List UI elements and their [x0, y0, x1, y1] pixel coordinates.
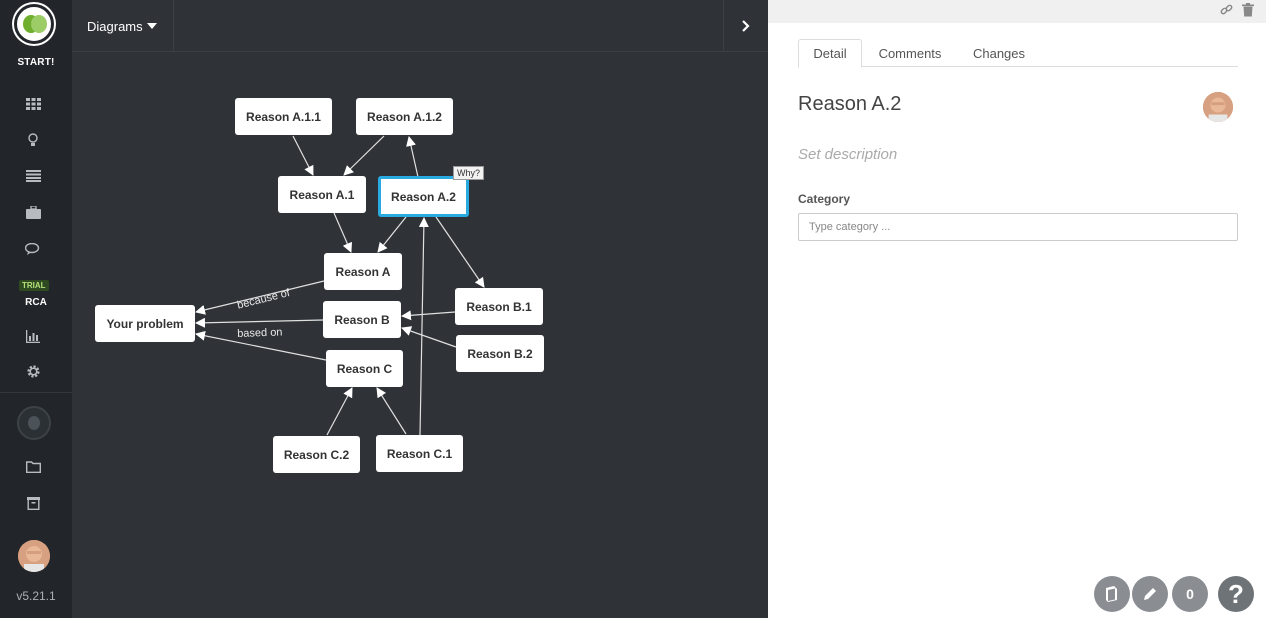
diagram-edges — [195, 135, 485, 436]
edge-a1-a — [333, 212, 352, 253]
workspace-logo[interactable] — [17, 406, 51, 440]
notes-button[interactable] — [1094, 576, 1130, 612]
node-reason-a[interactable]: Reason A — [324, 253, 402, 290]
why-tooltip[interactable]: Why? — [453, 166, 485, 180]
start-label[interactable]: START! — [17, 57, 55, 68]
node-reason-b1[interactable]: Reason B.1 — [455, 288, 543, 325]
node-reason-c2[interactable]: Reason C.2 — [273, 436, 360, 473]
grid-icon[interactable] — [24, 95, 42, 113]
archive-icon[interactable] — [24, 494, 42, 512]
edge-a2-b1 — [435, 216, 485, 288]
item-title[interactable]: Reason A.2 — [798, 93, 902, 115]
chat-icon[interactable] — [24, 240, 42, 258]
app-logo[interactable] — [14, 4, 54, 44]
diagrams-dropdown[interactable]: Diagrams — [72, 0, 174, 52]
category-label: Category — [798, 192, 851, 206]
edge-a2-a — [377, 216, 407, 253]
lightbulb-icon[interactable] — [24, 131, 42, 149]
edge-b1-b — [401, 310, 456, 321]
node-reason-b[interactable]: Reason B — [323, 301, 401, 338]
user-avatar[interactable] — [18, 540, 50, 572]
edge-c2-c — [326, 387, 353, 436]
owner-avatar[interactable] — [1203, 92, 1233, 122]
document-icon — [1106, 586, 1117, 602]
category-input[interactable] — [798, 213, 1238, 241]
trial-badge: TRIAL — [19, 280, 49, 291]
edge-a12-a1 — [343, 135, 385, 176]
tab-comments[interactable]: Comments — [878, 45, 942, 61]
edge-b-problem — [195, 317, 324, 328]
edge-a11-a1 — [292, 135, 314, 176]
help-icon: ? — [1228, 578, 1244, 609]
edge-c1-c — [376, 387, 407, 435]
help-button[interactable]: ? — [1218, 576, 1254, 612]
panel-tabs: Detail Comments Changes — [798, 39, 1238, 68]
bar-chart-icon[interactable] — [24, 327, 42, 345]
edge-a2-a12 — [406, 136, 419, 178]
left-sidebar: START! TRIAL RCA v5.21.1 — [0, 0, 72, 618]
edge-label-based-on[interactable]: based on — [237, 326, 283, 340]
rca-nav-item[interactable]: RCA — [25, 297, 47, 308]
node-reason-c1[interactable]: Reason C.1 — [376, 435, 463, 472]
edge-b2-b — [401, 326, 457, 348]
diagram-canvas[interactable]: Diagrams because — [72, 0, 768, 618]
edge-c1-a2 — [418, 217, 429, 436]
pencil-icon — [1144, 588, 1156, 600]
edge-a-problem — [195, 280, 325, 315]
node-reason-a1[interactable]: Reason A.1 — [278, 176, 366, 213]
panel-top-bar — [768, 0, 1266, 23]
count-button[interactable]: 0 — [1172, 576, 1208, 612]
canvas-toolbar: Diagrams — [72, 0, 768, 52]
gear-icon[interactable] — [24, 362, 42, 380]
tab-detail[interactable]: Detail — [798, 39, 862, 68]
tab-changes[interactable]: Changes — [972, 45, 1026, 61]
edit-button[interactable] — [1132, 576, 1168, 612]
briefcase-icon[interactable] — [24, 203, 42, 221]
folder-icon[interactable] — [24, 458, 42, 476]
collapse-panel-button[interactable] — [723, 0, 768, 52]
link-icon[interactable] — [1220, 3, 1233, 19]
list-icon[interactable] — [24, 167, 42, 185]
edge-c-problem — [195, 330, 327, 361]
node-reason-a12[interactable]: Reason A.1.2 — [356, 98, 453, 135]
sidebar-divider — [0, 392, 72, 393]
app-version: v5.21.1 — [16, 589, 56, 603]
diagrams-label: Diagrams — [87, 18, 143, 34]
trash-icon[interactable] — [1242, 3, 1254, 20]
node-reason-b2[interactable]: Reason B.2 — [456, 335, 544, 372]
node-reason-c[interactable]: Reason C — [326, 350, 403, 387]
description-field[interactable]: Set description — [798, 146, 898, 163]
chevron-right-icon — [742, 20, 750, 32]
node-reason-a11[interactable]: Reason A.1.1 — [235, 98, 332, 135]
node-reason-a2[interactable]: Reason A.2 — [378, 176, 469, 217]
caret-down-icon — [146, 23, 157, 29]
node-your-problem[interactable]: Your problem — [95, 305, 195, 342]
detail-panel: Detail Comments Changes Reason A.2 Set d… — [768, 0, 1266, 618]
